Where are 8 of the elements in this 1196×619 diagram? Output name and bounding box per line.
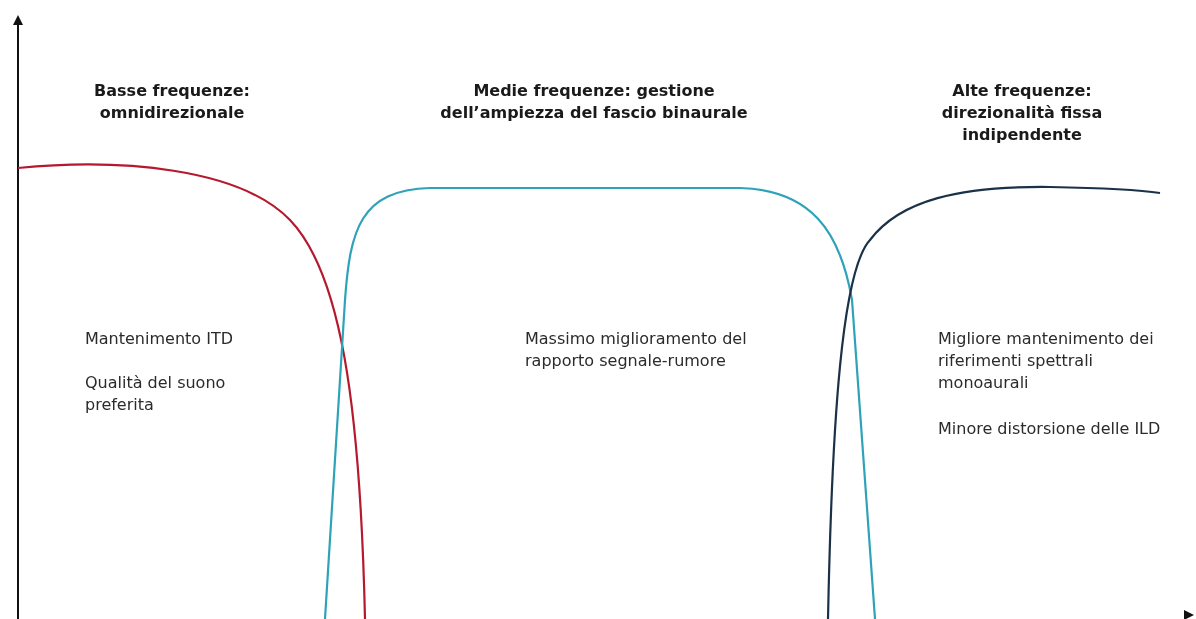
section-heading: Medie frequenze: gestione dell’ampiezza del fascio binaurale [439, 80, 749, 124]
benefit-text: Qualità del suono preferita [85, 372, 227, 416]
benefit-text: Massimo miglioramento del rapporto segnale-rumore [525, 328, 748, 372]
section-heading: Basse frequenze: omnidirezionale [93, 80, 251, 124]
benefit-text: Migliore mantenimento dei riferimenti spettrali monoaurali [938, 328, 1155, 394]
section-heading: Alte frequenze: direzionalità fissa indipendente [940, 80, 1104, 146]
benefit-text: Minore distorsione delle ILD [938, 418, 1162, 440]
benefit-text: Mantenimento ITD [85, 328, 234, 350]
